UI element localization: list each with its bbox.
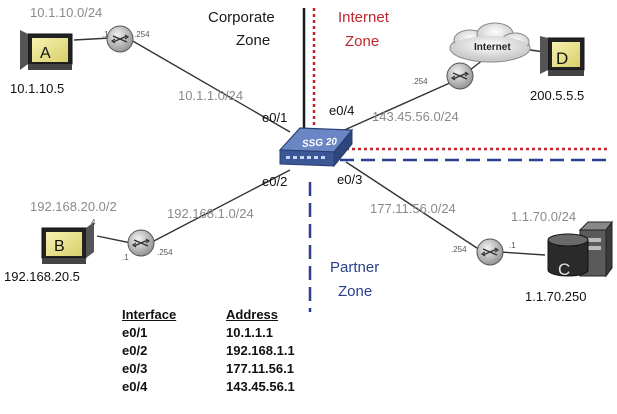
host-c-ip: 1.1.70.250 bbox=[525, 289, 586, 304]
partner-zone-line2: Zone bbox=[338, 283, 372, 300]
cloud-icon bbox=[449, 22, 531, 63]
table-row: e0/3 177.11.56.1 bbox=[122, 359, 295, 377]
corporate-zone-line2: Zone bbox=[236, 32, 270, 49]
host-b-ip: 192.168.20.5 bbox=[4, 269, 80, 284]
table-cell-interface: e0/3 bbox=[122, 360, 148, 376]
monitor-icon bbox=[20, 30, 73, 70]
link-router-firewall-partner bbox=[151, 169, 291, 243]
internet-zone-label: Internet Zone bbox=[338, 9, 393, 50]
link-firewall-router-d bbox=[339, 81, 453, 133]
host-d[interactable]: D bbox=[540, 36, 585, 76]
table-cell-interface: e0/1 bbox=[122, 324, 148, 340]
router-b-left-addr: .1 bbox=[122, 253, 129, 262]
table-row: e0/1 10.1.1.1 bbox=[122, 323, 295, 341]
corporate-zone-label: Corporate Zone bbox=[208, 9, 279, 49]
host-a-letter: A bbox=[40, 45, 51, 62]
table-cell-address: 10.1.1.1 bbox=[226, 324, 273, 340]
router-b[interactable] bbox=[127, 229, 155, 257]
interface-e03-label: e0/3 bbox=[337, 172, 362, 187]
firewall-ssg20[interactable]: SSG 20 bbox=[278, 127, 354, 168]
table-row: e0/2 192.168.1.1 bbox=[122, 341, 295, 359]
corporate-zone-line1: Corporate bbox=[208, 9, 275, 26]
host-d-letter: D bbox=[556, 49, 568, 68]
firewall-label: SSG 20 bbox=[302, 137, 338, 150]
link-router-c-server bbox=[499, 251, 546, 256]
internet-zone-line2: Zone bbox=[345, 33, 379, 50]
host-c-subnet: 1.1.70.0/24 bbox=[511, 209, 576, 224]
host-a-subnet: 10.1.10.0/24 bbox=[30, 5, 102, 20]
table-cell-interface: e0/4 bbox=[122, 378, 148, 394]
interface-e04-label: e0/4 bbox=[329, 103, 354, 118]
server-icon bbox=[547, 220, 613, 278]
router-d-left-addr: .254 bbox=[412, 77, 428, 86]
interface-address-table: Interface Address e0/1 10.1.1.1 e0/2 192… bbox=[122, 306, 295, 395]
host-d-ip: 200.5.5.5 bbox=[530, 88, 584, 103]
table-cell-address: 143.45.56.1 bbox=[226, 378, 295, 394]
link-a-router bbox=[73, 37, 111, 41]
router-b-side-label: 4 bbox=[91, 218, 96, 227]
router-a-left-addr: .1 bbox=[102, 30, 109, 39]
host-a[interactable]: A bbox=[20, 30, 73, 70]
link-router-firewall-corporate bbox=[130, 39, 291, 133]
cloud-label: Internet bbox=[474, 42, 511, 53]
host-c[interactable]: C bbox=[547, 220, 613, 279]
partner-zone-label: Partner Zone bbox=[330, 259, 383, 300]
router-c[interactable] bbox=[476, 238, 504, 266]
table-header-address: Address bbox=[226, 306, 279, 322]
table-row: e0/4 143.45.56.1 bbox=[122, 377, 295, 395]
internet-cloud: Internet bbox=[449, 22, 531, 63]
firewall-icon bbox=[278, 127, 354, 168]
table-cell-address: 177.11.56.1 bbox=[226, 360, 294, 376]
router-b-right-addr: .254 bbox=[157, 248, 173, 257]
interface-e01-label: e0/1 bbox=[262, 110, 287, 125]
link-internet-net: 143.45.56.0/24 bbox=[372, 109, 459, 124]
host-b-letter: B bbox=[54, 238, 65, 255]
host-b-subnet: 192.168.20.0/2 bbox=[30, 199, 117, 214]
host-c-letter: C bbox=[558, 260, 570, 279]
monitor-icon bbox=[540, 36, 585, 76]
router-c-right-addr: .1 bbox=[509, 241, 516, 250]
table-cell-interface: e0/2 bbox=[122, 342, 148, 358]
table-header-interface: Interface bbox=[122, 306, 177, 322]
monitor-icon bbox=[41, 222, 94, 264]
router-a-right-addr: .254 bbox=[134, 30, 150, 39]
table-cell-address: 192.168.1.1 bbox=[226, 342, 295, 358]
interface-e02-label: e0/2 bbox=[262, 174, 287, 189]
router-c-left-addr: .254 bbox=[451, 245, 467, 254]
link-firewall-router-c bbox=[345, 161, 484, 253]
partner-zone-line1: Partner bbox=[330, 259, 379, 276]
router-a[interactable] bbox=[106, 25, 134, 53]
internet-zone-line1: Internet bbox=[338, 9, 390, 26]
link-corporate-net: 10.1.1.0/24 bbox=[178, 88, 243, 103]
host-b[interactable]: B bbox=[41, 222, 94, 264]
link-b-router bbox=[96, 235, 132, 244]
table-header-row: Interface Address bbox=[122, 306, 295, 323]
host-a-ip: 10.1.10.5 bbox=[10, 81, 64, 96]
link-right-lower-net: 177.11.56.0/24 bbox=[370, 201, 456, 216]
router-d[interactable] bbox=[446, 62, 474, 90]
link-partner-net: 192.168.1.0/24 bbox=[167, 206, 254, 221]
